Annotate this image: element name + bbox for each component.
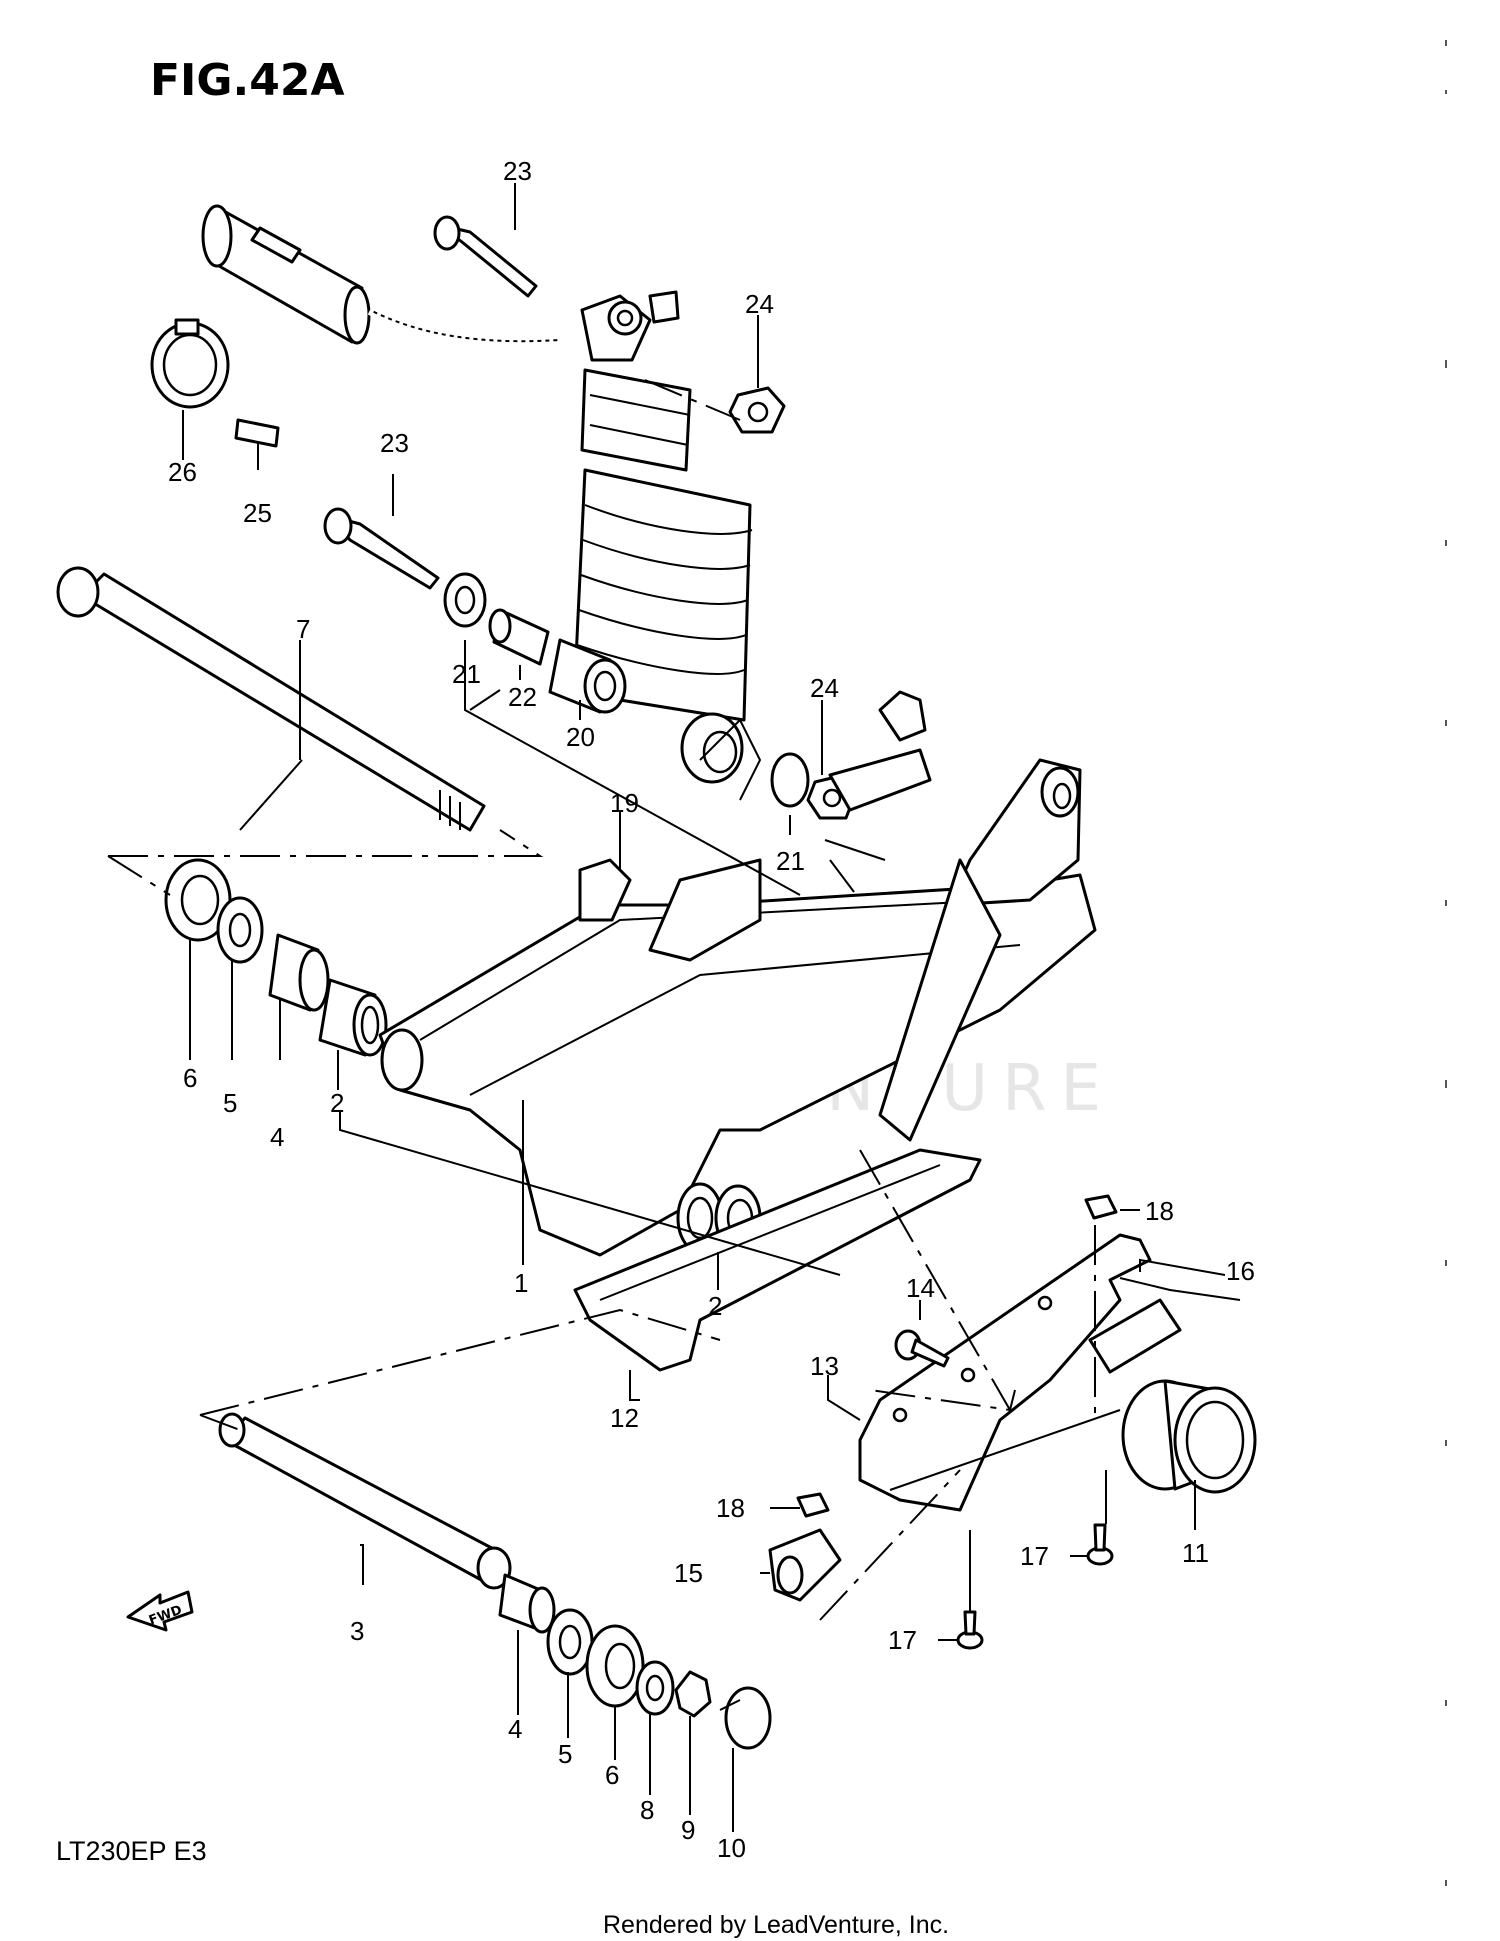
callout-18-upper: 18 <box>1145 1196 1174 1226</box>
callout-2-left: 2 <box>330 1088 344 1118</box>
callout-12: 12 <box>610 1403 639 1433</box>
nut-24-lower-drawing <box>806 774 858 820</box>
callout-25: 25 <box>243 498 272 528</box>
callout-17-lower: 17 <box>888 1625 917 1655</box>
holder-15-drawing <box>768 1528 842 1602</box>
model-code: LT230EP E3 <box>56 1836 207 1866</box>
bolt-14-drawing <box>894 1329 950 1368</box>
guard-12-drawing <box>573 1148 982 1372</box>
callout-24-lower: 24 <box>810 673 839 703</box>
upper-bushing-set-drawing <box>443 572 627 714</box>
boot-11-drawing <box>1121 1379 1257 1494</box>
screw-17-lower-drawing <box>956 1610 984 1650</box>
callout-labels: 23 24 26 25 23 7 21 22 20 24 19 21 6 5 4… <box>168 156 1255 1863</box>
callout-9: 9 <box>681 1815 695 1845</box>
guard-13-drawing <box>858 1233 1152 1512</box>
callout-3: 3 <box>350 1616 364 1646</box>
callout-21-right: 21 <box>776 846 805 876</box>
callout-14: 14 <box>906 1273 935 1303</box>
callout-23-lower: 23 <box>380 428 409 458</box>
washer-21-right-drawing <box>770 752 810 808</box>
callout-4-left: 4 <box>270 1122 284 1152</box>
screw-17-right-drawing <box>1086 1523 1114 1566</box>
callout-15: 15 <box>674 1558 703 1588</box>
bolt-23-upper-drawing <box>433 215 538 298</box>
nut-24-upper-drawing <box>728 386 786 434</box>
callout-8: 8 <box>640 1795 654 1825</box>
callout-20: 20 <box>566 722 595 752</box>
bolt-23-lower-drawing <box>323 507 440 590</box>
right-bearing-stack-drawing <box>498 1573 772 1750</box>
callout-7: 7 <box>296 614 310 644</box>
clamp-26-drawing <box>150 318 230 409</box>
leader-lines <box>107 183 1226 1832</box>
callout-26: 26 <box>168 457 197 487</box>
callout-17-right: 17 <box>1020 1541 1049 1571</box>
callout-6-left: 6 <box>183 1063 197 1093</box>
nut-18-lower-drawing <box>796 1492 830 1518</box>
edge-specks <box>1445 40 1447 1886</box>
rubber-25-drawing <box>234 418 280 448</box>
callout-19: 19 <box>610 788 639 818</box>
callout-1: 1 <box>514 1268 528 1298</box>
fwd-arrow-icon: FWD <box>126 1590 194 1632</box>
callout-5-right: 5 <box>558 1739 572 1769</box>
callout-21-left: 21 <box>452 659 481 689</box>
bracket-16-drawing <box>1088 1277 1241 1374</box>
shock-absorber-drawing <box>201 204 753 784</box>
callout-10: 10 <box>717 1833 746 1863</box>
nut-18-upper-drawing <box>1084 1194 1118 1220</box>
callout-5-left: 5 <box>223 1088 237 1118</box>
footer-credit: Rendered by LeadVenture, Inc. <box>603 1911 949 1939</box>
callout-6-right: 6 <box>605 1760 619 1790</box>
callout-22: 22 <box>508 682 537 712</box>
callout-11: 11 <box>1182 1538 1209 1568</box>
callout-18-lower: 18 <box>716 1493 745 1523</box>
callout-2-right: 2 <box>708 1291 722 1321</box>
callout-13: 13 <box>810 1351 839 1381</box>
pivot-tube-3-drawing <box>218 1412 512 1590</box>
callout-23-upper: 23 <box>503 156 532 186</box>
swingarm-1-drawing <box>378 690 1097 1257</box>
left-bearing-set-drawing <box>164 858 388 1057</box>
callout-16: 16 <box>1226 1256 1255 1286</box>
callout-4-right: 4 <box>508 1714 522 1744</box>
pivot-shaft-7-drawing <box>56 566 486 832</box>
figure-title: FIG.42A <box>150 55 345 106</box>
callout-24-upper: 24 <box>745 289 774 319</box>
